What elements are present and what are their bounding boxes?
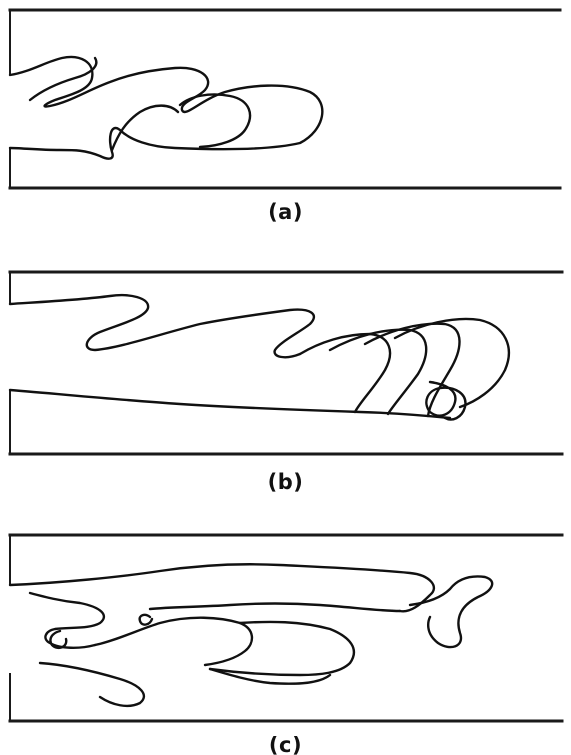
panel-b-wave-4 — [395, 319, 509, 407]
panel-b-caption: (b) — [0, 470, 571, 494]
panel-a — [0, 0, 571, 195]
panel-c-band-lower — [40, 663, 144, 706]
panel-c-interface-right — [150, 604, 400, 612]
panel-b-wave-2 — [330, 330, 426, 414]
panel-b-wave-1 — [300, 334, 390, 412]
panel-c-band-right — [210, 622, 354, 675]
panel-c-caption: (c) — [0, 736, 571, 755]
panel-b-drawing — [0, 262, 571, 462]
panel-c — [0, 525, 571, 730]
panel-a-drawing — [0, 0, 571, 195]
panel-a-interface — [10, 57, 322, 159]
panel-c-band-middle — [95, 618, 252, 665]
panel-b-interface-lower — [10, 390, 450, 418]
panel-b-interface-upper — [10, 295, 314, 357]
panel-b-wave-3 — [365, 324, 460, 416]
panel-a-caption: (a) — [0, 200, 571, 224]
panel-c-band-curl-1 — [140, 615, 152, 625]
panel-b — [0, 262, 571, 462]
panel-c-interface-upper — [10, 564, 434, 611]
panel-c-drawing — [0, 525, 571, 730]
panel-a-interface-inner — [30, 58, 96, 100]
panel-c-interface-tail — [410, 577, 492, 648]
panel-a-interface-layer — [180, 94, 250, 147]
